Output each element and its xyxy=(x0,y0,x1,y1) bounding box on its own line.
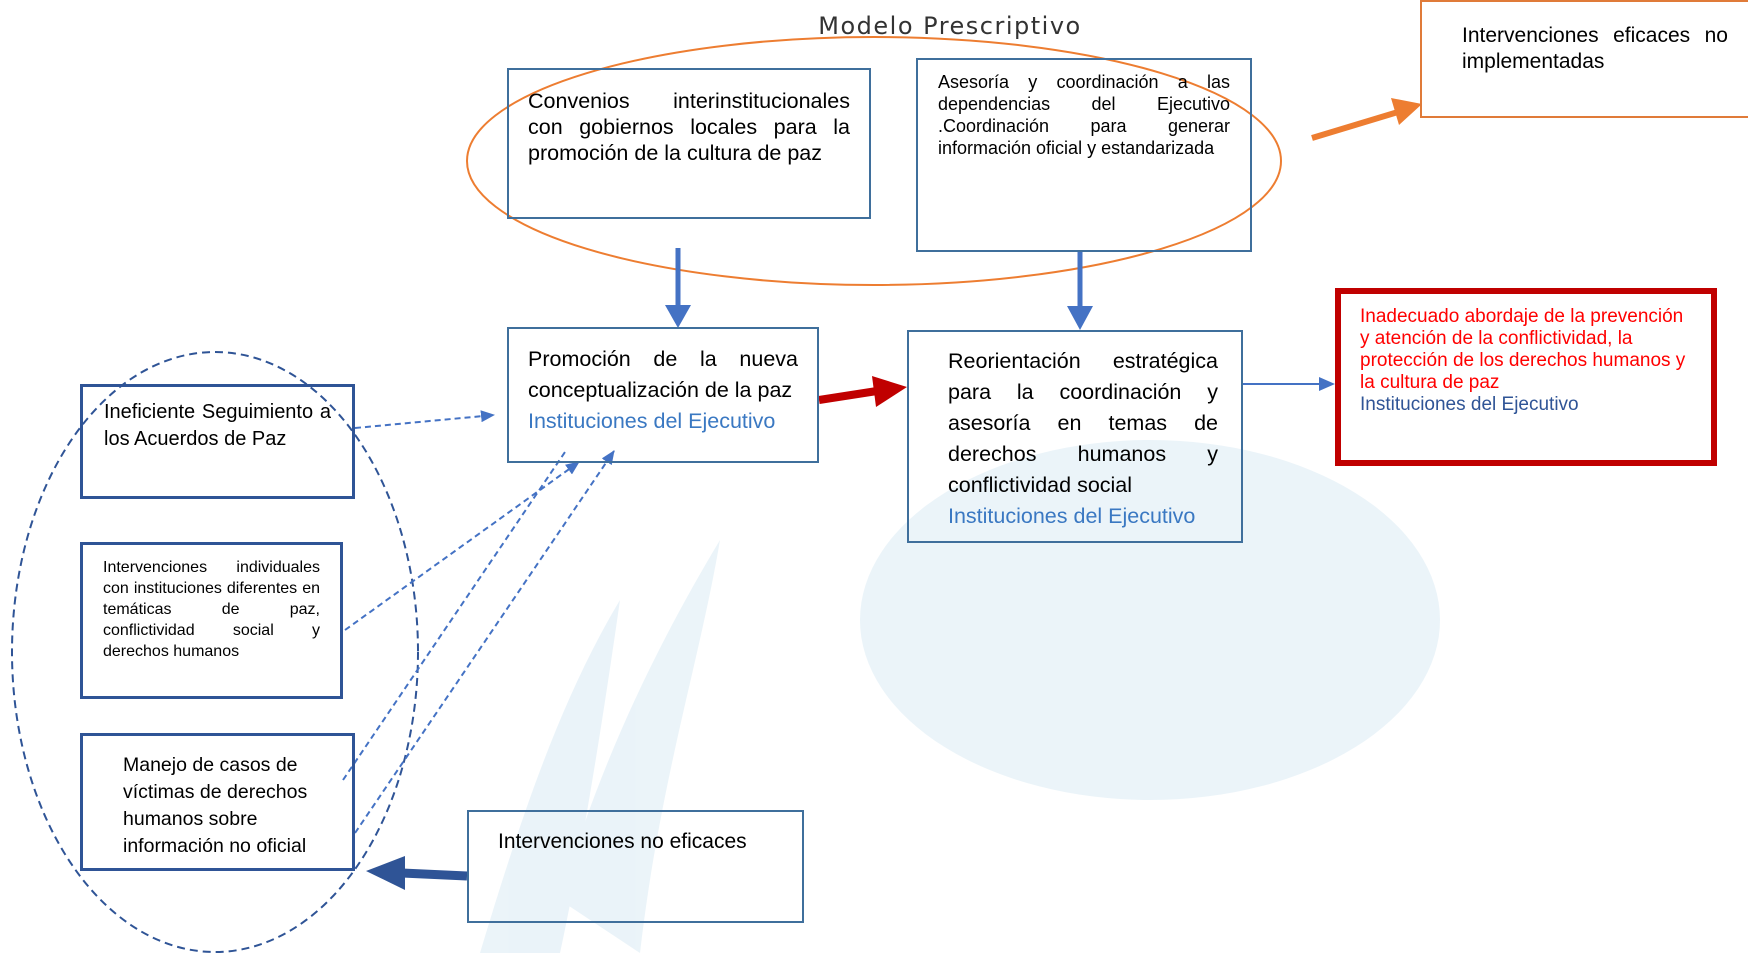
box-intervenciones-eficaces: Intervenciones eficaces no implementadas xyxy=(1420,0,1748,118)
box-inadecuado-sub: Instituciones del Ejecutivo xyxy=(1360,394,1579,415)
box-inadecuado: Inadecuado abordaje de la prevención y a… xyxy=(1335,288,1717,466)
box-manejo: Manejo de casos de víctimas de derechos … xyxy=(80,733,355,871)
diagram-title: Modelo Prescriptivo xyxy=(818,12,1082,40)
box-ineficiente-text: Ineficiente Seguimiento a los Acuerdos d… xyxy=(104,401,331,450)
box-inadecuado-text: Inadecuado abordaje de la prevención y a… xyxy=(1360,306,1686,393)
box-no-eficaces: Intervenciones no eficaces xyxy=(467,810,804,923)
box-intervenciones-eficaces-text: Intervenciones eficaces no implementadas xyxy=(1462,24,1728,73)
box-individuales: Intervenciones individuales con instituc… xyxy=(80,542,343,699)
box-individuales-text: Intervenciones individuales con instituc… xyxy=(103,559,320,660)
box-no-eficaces-text: Intervenciones no eficaces xyxy=(498,830,747,853)
box-reorientacion-text: Reorientación estratégica para la coordi… xyxy=(948,349,1218,497)
box-promocion-text: Promoción de la nueva conceptualización … xyxy=(528,347,798,402)
box-promocion-sub: Instituciones del Ejecutivo xyxy=(528,409,776,433)
arrow-orange xyxy=(1311,98,1422,141)
box-reorientacion: Reorientación estratégica para la coordi… xyxy=(907,330,1243,543)
box-manejo-text: Manejo de casos de víctimas de derechos … xyxy=(123,754,308,857)
box-asesoria: Asesoría y coordinación a las dependenci… xyxy=(916,58,1252,252)
box-ineficiente: Ineficiente Seguimiento a los Acuerdos d… xyxy=(80,384,355,499)
arrow-red xyxy=(818,376,907,407)
arrow-down-right xyxy=(1067,252,1093,330)
arrow-to-inadecuado xyxy=(1243,377,1335,391)
watermark xyxy=(480,440,1440,953)
box-promocion: Promoción de la nueva conceptualización … xyxy=(507,327,819,463)
arrow-down-left xyxy=(665,248,691,328)
box-convenios-text: Convenios interinstitucionales con gobie… xyxy=(528,89,850,165)
arrow-thick-blue xyxy=(366,856,468,890)
box-convenios: Convenios interinstitucionales con gobie… xyxy=(507,68,871,219)
box-reorientacion-sub: Instituciones del Ejecutivo xyxy=(948,504,1196,528)
focus-ellipse xyxy=(466,36,1282,286)
causes-ellipse xyxy=(11,351,419,953)
box-asesoria-text: Asesoría y coordinación a las dependenci… xyxy=(938,72,1230,158)
dashed-arrows xyxy=(342,410,615,834)
